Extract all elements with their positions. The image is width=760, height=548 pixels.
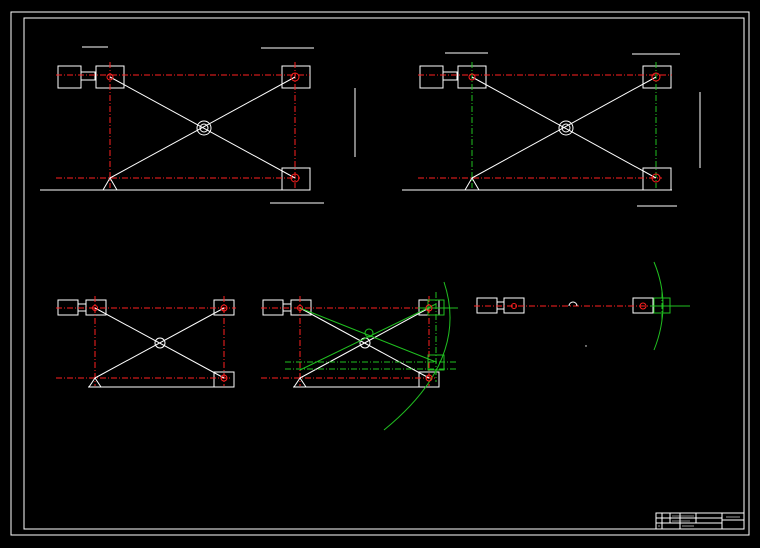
view-2-scissor-mechanism	[402, 52, 701, 207]
outer-frame	[10, 11, 750, 536]
view-3-scissor-mechanism	[56, 296, 236, 388]
inner-frame	[23, 17, 745, 530]
title-block	[655, 512, 745, 530]
view-4-scissor-mechanism	[261, 281, 458, 431]
view-5-collapsed-mechanism	[474, 261, 690, 351]
view-1-scissor-mechanism	[40, 46, 356, 204]
